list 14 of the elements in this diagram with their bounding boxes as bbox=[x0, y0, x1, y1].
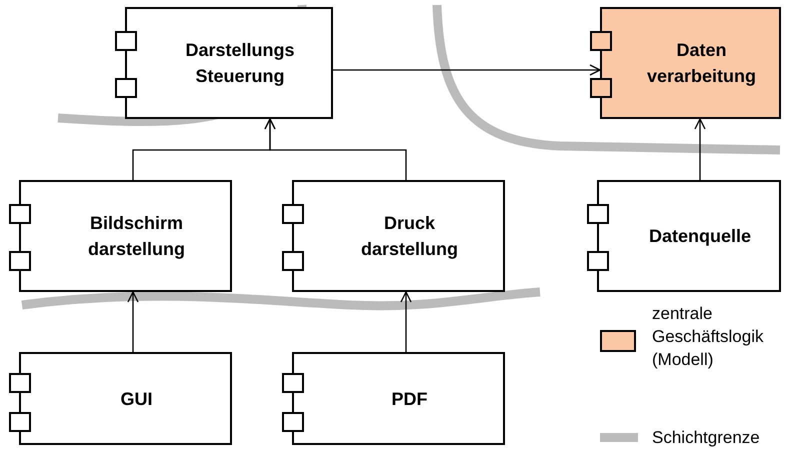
arrow bbox=[264, 118, 407, 180]
component-label: Bildschirm darstellung bbox=[86, 212, 186, 261]
arrow bbox=[694, 118, 706, 180]
component-label: Darstellungs Steuerung bbox=[184, 39, 296, 88]
component-label: Druck darstellung bbox=[360, 212, 459, 261]
arrow bbox=[127, 291, 139, 352]
component-label: GUI bbox=[120, 388, 152, 410]
component-label: Daten verarbeitung bbox=[646, 39, 758, 88]
legend-label: zentrale Geschäftslogik (Modell) bbox=[652, 303, 764, 371]
arrow bbox=[400, 291, 412, 352]
component-label: PDF bbox=[392, 388, 428, 410]
legend-label: Schichtgrenze bbox=[652, 427, 761, 449]
component-label: Datenquelle bbox=[648, 225, 752, 248]
arrow bbox=[333, 64, 601, 76]
